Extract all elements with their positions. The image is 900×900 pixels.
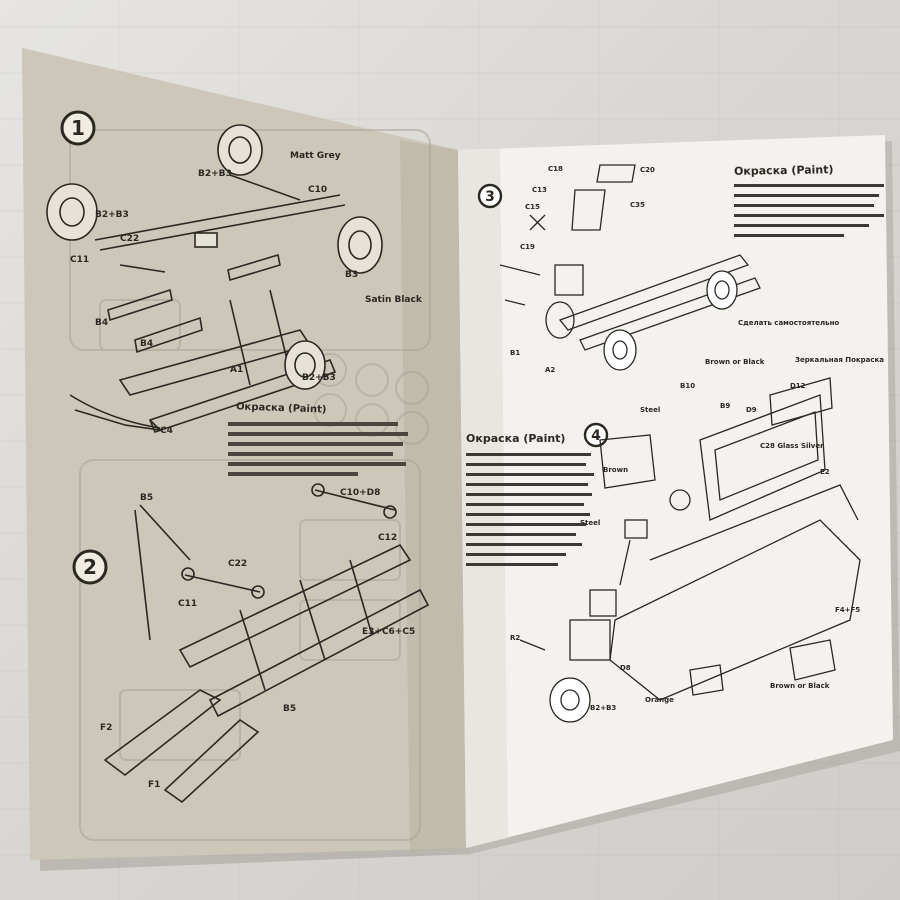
svg-text:R2: R2 (510, 634, 520, 642)
svg-text:F4+F5: F4+F5 (835, 606, 860, 614)
step-3-jeep-chassis-drawing (499, 164, 761, 371)
svg-text:B5: B5 (140, 493, 153, 503)
svg-text:B4: B4 (140, 339, 153, 349)
svg-text:B9: B9 (720, 402, 730, 410)
step-1-chassis-drawing (46, 124, 383, 433)
svg-text:B2+B3: B2+B3 (198, 169, 232, 179)
step-2-frame-drawing (103, 483, 430, 804)
svg-text:B2+B3: B2+B3 (95, 210, 129, 220)
right-paint-notes (466, 184, 884, 566)
left-page: 1 Matt Grey B2+B3 B2+ (22, 48, 466, 860)
svg-text:Зеркальная Покраска: Зеркальная Покраска (795, 356, 884, 364)
svg-text:Brown or Black: Brown or Black (705, 358, 765, 366)
svg-text:C28 Glass Silver: C28 Glass Silver (760, 442, 824, 450)
svg-text:3: 3 (485, 189, 495, 205)
svg-text:C15: C15 (525, 203, 540, 211)
svg-text:Satin Black: Satin Black (365, 295, 423, 305)
svg-text:D8: D8 (620, 664, 631, 672)
right-paint-heading-mid: Окраска (Paint) (466, 432, 566, 445)
svg-text:Brown: Brown (603, 466, 628, 474)
svg-text:D12: D12 (790, 382, 806, 390)
svg-text:Steel: Steel (640, 406, 660, 414)
svg-text:C10: C10 (308, 185, 327, 195)
svg-text:C11: C11 (178, 599, 197, 609)
step-1-part-labels: Matt Grey B2+B3 B2+B3 C22 C11 B4 B4 A1 C… (70, 151, 423, 436)
svg-text:C11: C11 (70, 255, 89, 265)
left-paint-notes (228, 422, 408, 476)
svg-text:2: 2 (83, 555, 97, 579)
svg-text:C22: C22 (228, 559, 247, 569)
svg-text:Steel: Steel (580, 519, 600, 527)
svg-text:C10+D8: C10+D8 (340, 488, 380, 498)
step-3-marker: 3 (477, 183, 503, 209)
step-1-marker: 1 (60, 110, 96, 146)
step-4-jeep-body-drawing (519, 377, 861, 723)
svg-text:B1: B1 (510, 349, 520, 357)
svg-text:1: 1 (71, 116, 85, 140)
svg-text:Matt Grey: Matt Grey (290, 151, 341, 161)
step-4-part-labels: Brown or Black Зеркальная Покраска B10 S… (510, 356, 884, 712)
svg-text:B3: B3 (345, 270, 358, 280)
svg-text:B2+B3: B2+B3 (590, 704, 616, 712)
step-4-marker: 4 (583, 422, 609, 448)
step-2-part-labels: B5 C10+D8 C12 C22 C11 E3+C6+C5 B5 F2 F1 (100, 488, 415, 790)
svg-text:B2+B3: B2+B3 (302, 373, 336, 383)
svg-text:Сделать самостоятельно: Сделать самостоятельно (738, 319, 839, 327)
svg-text:E2: E2 (820, 468, 830, 476)
svg-text:D9: D9 (746, 406, 757, 414)
svg-text:C20: C20 (640, 166, 655, 174)
svg-text:C4: C4 (160, 426, 173, 436)
svg-text:B5: B5 (283, 704, 296, 714)
svg-text:E3+C6+C5: E3+C6+C5 (362, 627, 415, 637)
step-2-marker: 2 (72, 549, 108, 585)
svg-text:C12: C12 (378, 533, 397, 543)
svg-text:C18: C18 (548, 165, 563, 173)
svg-text:C22: C22 (120, 234, 139, 244)
svg-text:C19: C19 (520, 243, 535, 251)
svg-text:A1: A1 (230, 365, 243, 375)
svg-text:4: 4 (591, 428, 601, 444)
svg-text:A2: A2 (545, 366, 555, 374)
right-paint-heading-top: Окраска (Paint) (733, 163, 834, 178)
svg-text:B4: B4 (95, 318, 108, 328)
svg-text:F2: F2 (100, 723, 112, 733)
svg-text:C35: C35 (630, 201, 645, 209)
svg-text:Brown or Black: Brown or Black (770, 682, 830, 690)
svg-text:Orange: Orange (645, 696, 674, 704)
right-page: 3 C18 C13 C15 C19 C35 C20 B1 A2 Сделать … (458, 135, 893, 848)
svg-text:F1: F1 (148, 780, 160, 790)
svg-text:C13: C13 (532, 186, 547, 194)
svg-text:B10: B10 (680, 382, 695, 390)
step-3-part-labels: C18 C13 C15 C19 C35 C20 B1 A2 Сделать са… (510, 165, 839, 374)
